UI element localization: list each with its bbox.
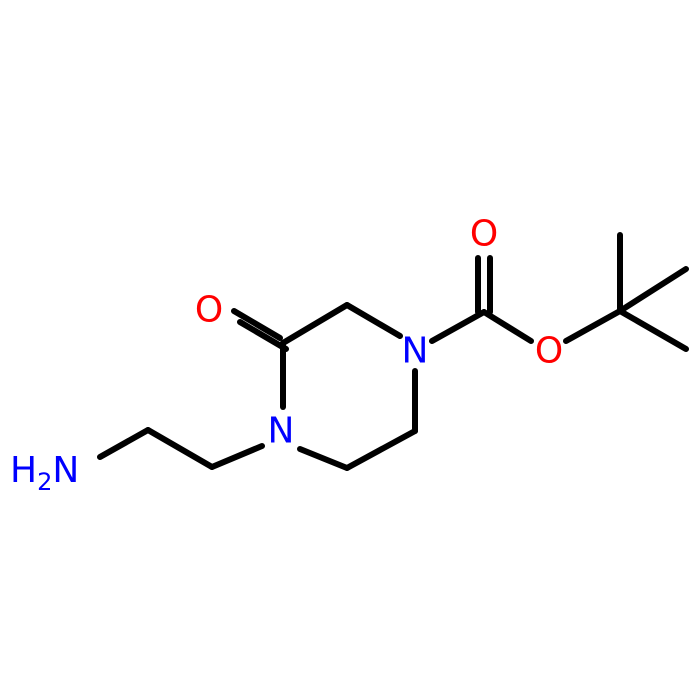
ring-nitrogen-carbamate-label: N bbox=[402, 331, 429, 372]
bond-amide-double-a bbox=[231, 308, 283, 341]
bond-ring-n4-c5 bbox=[297, 446, 350, 471]
bond-chain-c-c bbox=[145, 427, 215, 470]
bond-ring-n1-c2 bbox=[344, 302, 403, 339]
carbonyl-oxygen-ester-label: O bbox=[470, 214, 498, 255]
ring-nitrogen-amide-label: N bbox=[268, 411, 295, 452]
bond-chain-to-amine bbox=[97, 427, 151, 460]
bond-ester-o-to-carbonyl bbox=[481, 309, 534, 344]
amine-nitrogen-label: N bbox=[52, 450, 79, 491]
bond-tbutyl-downright bbox=[617, 308, 689, 352]
amine-hydrogen-count: 2 bbox=[37, 468, 52, 496]
bonds bbox=[97, 232, 689, 471]
amine-group-label: H2N bbox=[10, 450, 79, 496]
bond-tbutyl-upright bbox=[617, 266, 689, 314]
bond-n4-to-chain bbox=[209, 443, 265, 470]
bond-carbonyl-to-ring-n bbox=[429, 309, 487, 344]
amide-oxygen-label: O bbox=[195, 290, 223, 331]
bond-ring-c5-c6 bbox=[344, 428, 418, 471]
bond-tbutyl-to-ester-o bbox=[563, 308, 623, 344]
atom-labels: N N O O O H2N bbox=[10, 214, 563, 497]
ester-oxygen-label: O bbox=[535, 331, 563, 372]
bond-ring-c2-c3 bbox=[280, 302, 350, 346]
amine-hydrogen-label: H bbox=[10, 450, 37, 491]
bond-amide-double-b bbox=[237, 319, 289, 352]
